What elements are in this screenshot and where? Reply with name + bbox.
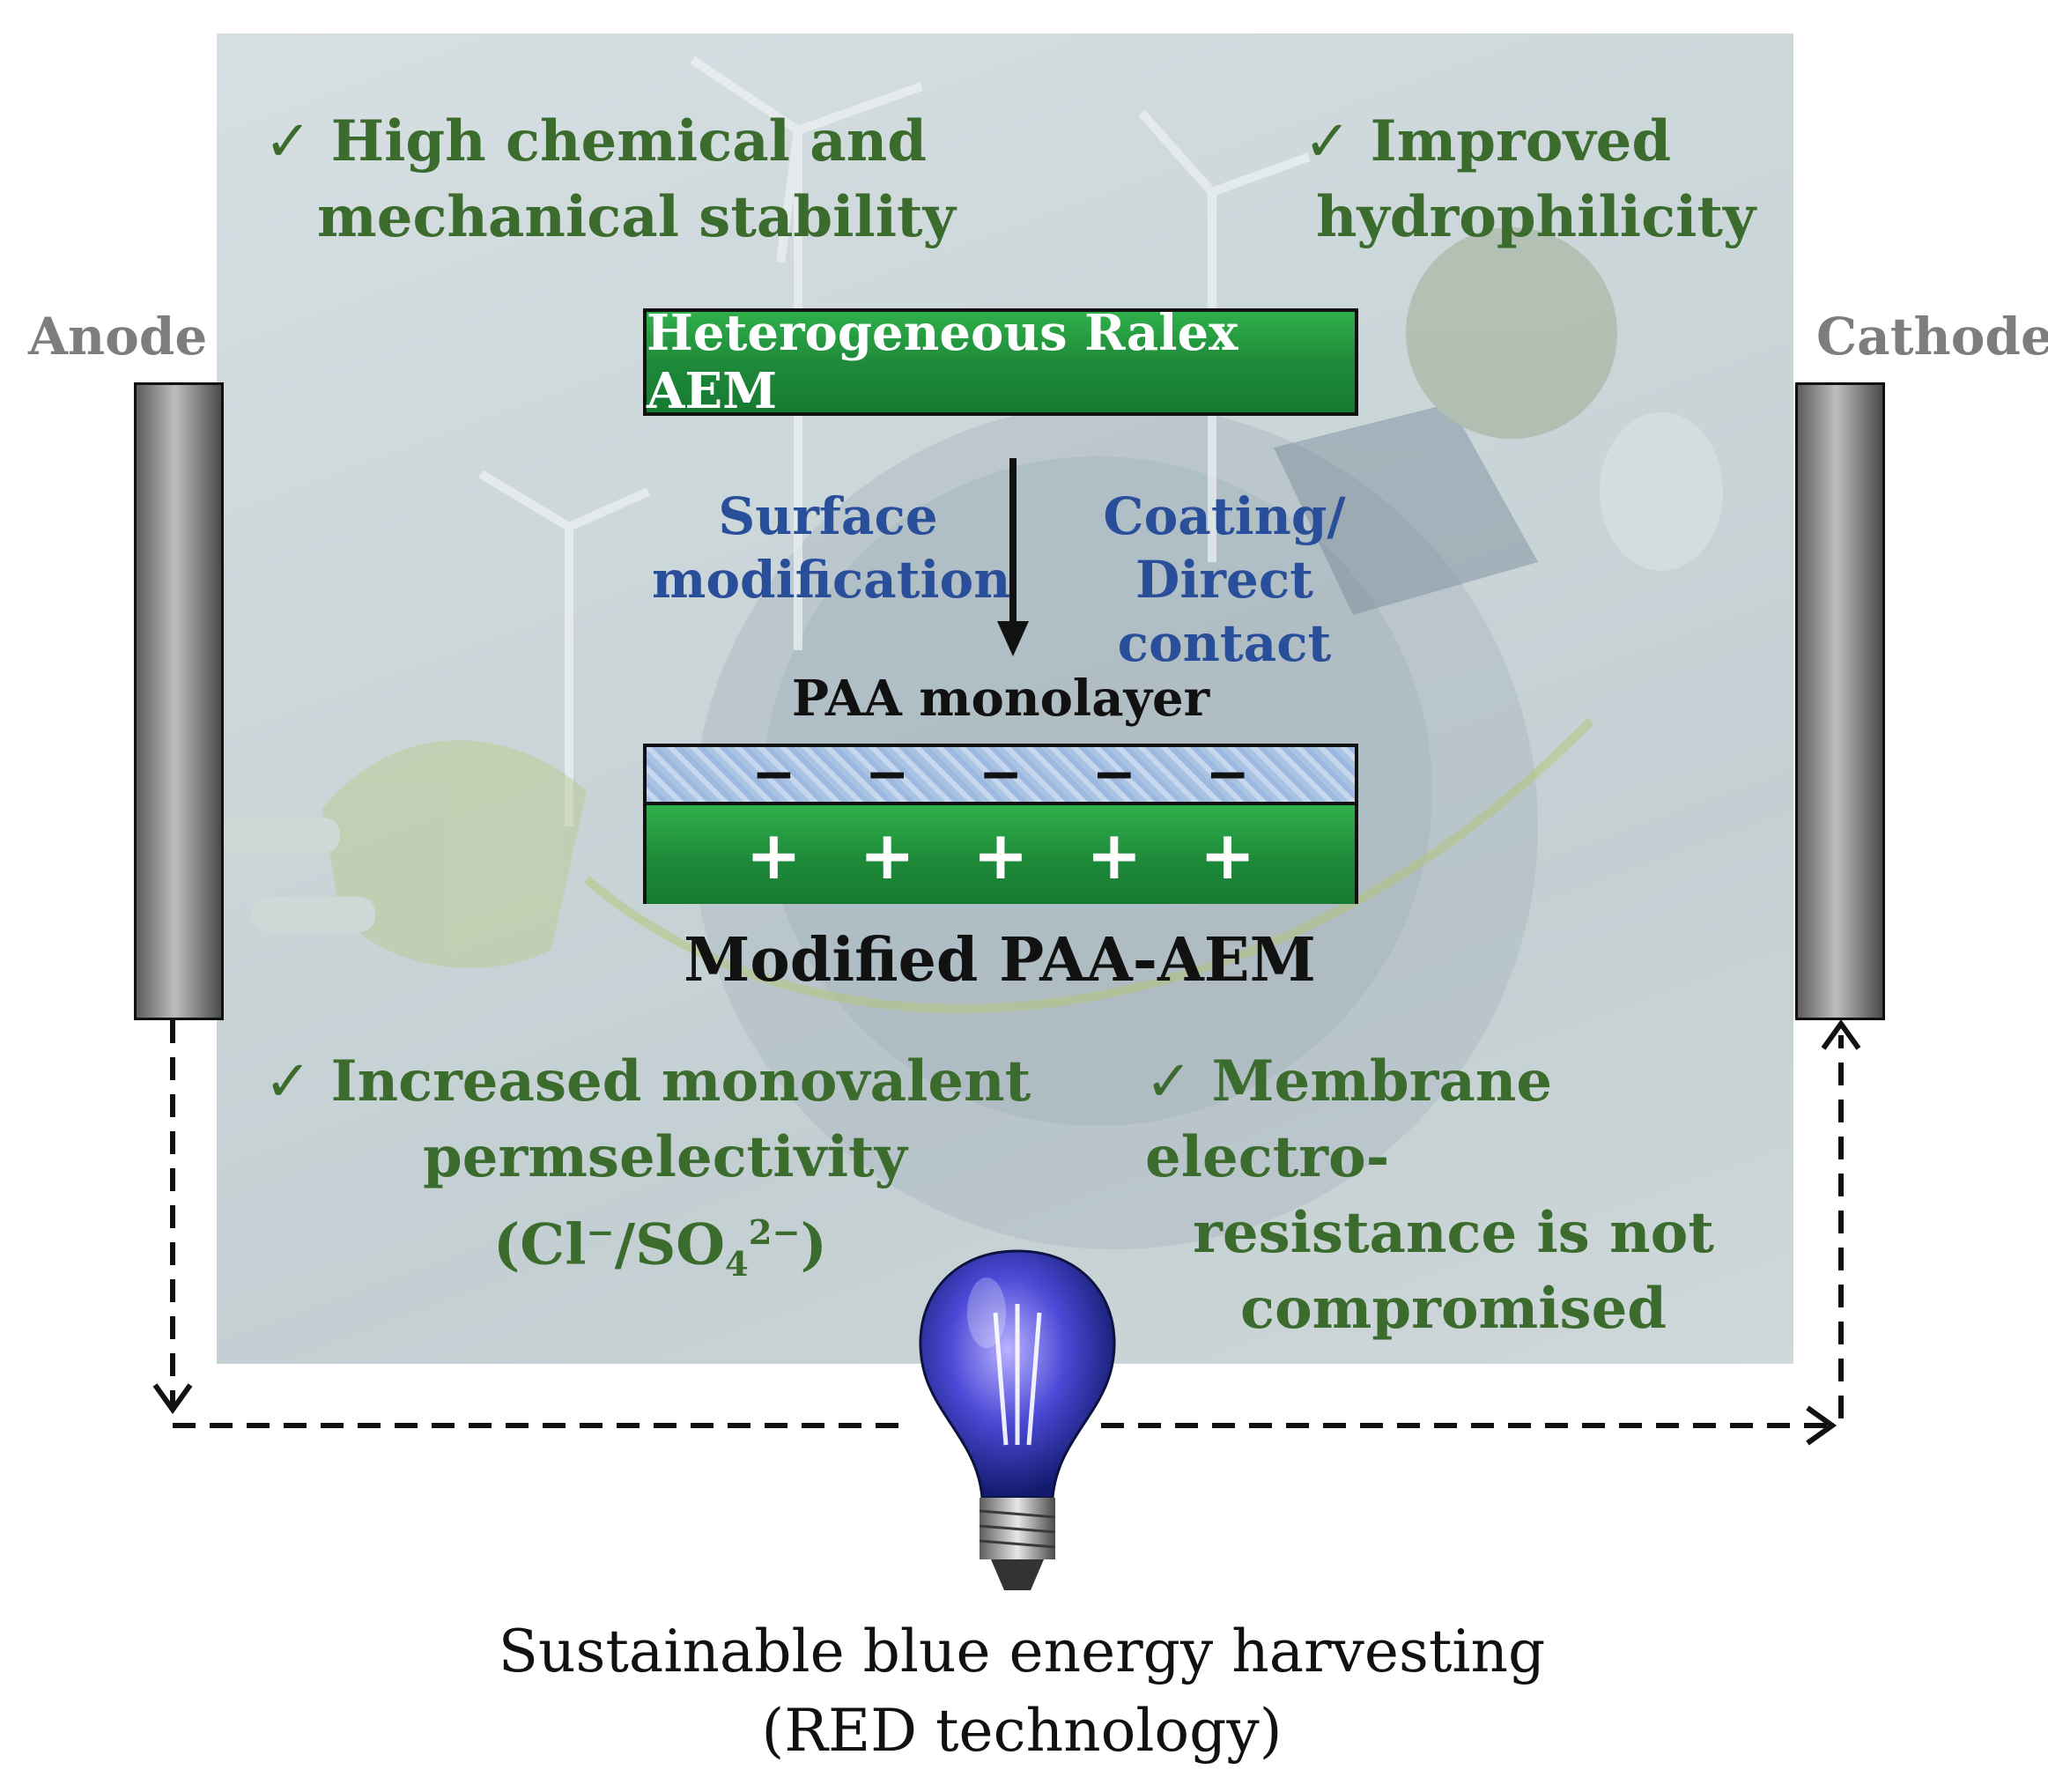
positive-charge: + xyxy=(972,815,1029,894)
down-arrow-icon xyxy=(997,458,1029,656)
positive-charge: + xyxy=(859,815,916,894)
ion-ratio-formula: (Cl−/SO42−) xyxy=(493,1211,827,1285)
cathode-label: Cathode xyxy=(1816,307,2048,367)
check-icon: ✓ xyxy=(1145,1049,1193,1114)
negative-charge: − xyxy=(1091,744,1136,805)
surface-modification-label: Surface modification xyxy=(652,486,1011,610)
down-arrowhead-icon xyxy=(152,1383,193,1415)
benefit-hydrophilicity: ✓Improved hydrophilicity xyxy=(1304,108,1756,250)
paa-monolayer-layer: − − − − − xyxy=(647,744,1355,805)
cathode-electrode xyxy=(1795,382,1885,1020)
right-arrowhead-icon xyxy=(1806,1405,1837,1446)
ralex-aem-box: Heterogeneous Ralex AEM xyxy=(643,304,1358,420)
light-bulb-icon xyxy=(919,1249,1116,1590)
up-arrowhead-icon xyxy=(1821,1018,1861,1050)
benefit-stability: ✓High chemical and mechanical stability xyxy=(264,108,956,250)
positive-charge: + xyxy=(745,815,802,894)
benefit-electroresistance: ✓Membrane electro- resistance is not com… xyxy=(1145,1048,1714,1342)
anode-electrode xyxy=(134,382,224,1020)
check-icon: ✓ xyxy=(264,109,312,174)
negative-charge: − xyxy=(1205,744,1250,805)
negative-charge: − xyxy=(751,744,796,805)
positive-charge: + xyxy=(1085,815,1142,894)
negative-charge: − xyxy=(865,744,910,805)
check-icon: ✓ xyxy=(264,1049,312,1114)
aem-base-layer: + + + + + xyxy=(647,805,1355,904)
positive-charge: + xyxy=(1199,815,1256,894)
negative-charge: − xyxy=(978,744,1024,805)
modified-aem-label: Modified PAA-AEM xyxy=(684,925,1316,996)
benefit-permselectivity: ✓Increased monovalent permselectivity (C… xyxy=(264,1044,1031,1303)
check-icon: ✓ xyxy=(1304,109,1351,174)
paa-monolayer-label: PAA monolayer xyxy=(791,670,1210,728)
modified-membrane: − − − − − + + + + + xyxy=(643,744,1358,904)
anode-label: Anode xyxy=(28,307,208,367)
caption: Sustainable blue energy harvesting (RED … xyxy=(498,1618,1546,1765)
coating-direct-contact-label: Coating/ Direct contact xyxy=(1103,486,1346,673)
